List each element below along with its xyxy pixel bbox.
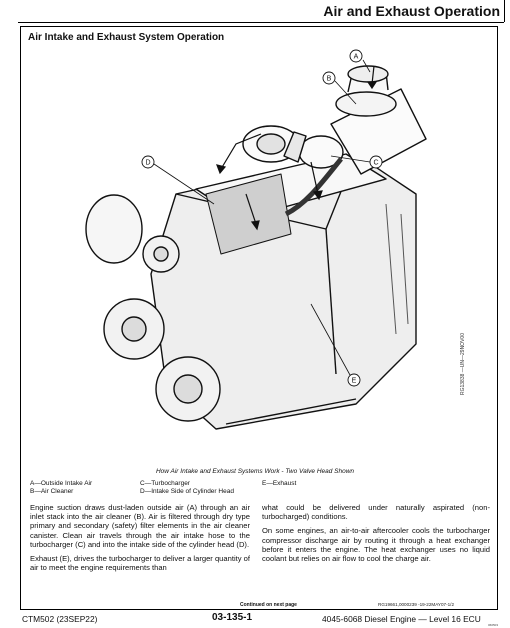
legend-item-d: D—Intake Side of Cylinder Head (140, 488, 234, 495)
legend-column-3: E—Exhaust (262, 480, 296, 488)
content-frame (20, 26, 498, 610)
legend-item-b: B—Air Cleaner (30, 488, 74, 495)
callout-e-circle (347, 373, 361, 387)
callout-a: A (354, 54, 359, 61)
body-paragraph: Engine suction draws dust-laden outside … (30, 503, 250, 549)
engine-illustration: A B C D E (85, 49, 427, 430)
callout-b-circle (322, 71, 336, 85)
continued-note: Continued on next page (240, 602, 297, 608)
footer-manual-id: CTM502 (23SEP22) (22, 614, 98, 624)
legend-column-1: A—Outside Intake Air B—Air Cleaner (30, 480, 92, 496)
callout-d-circle (141, 155, 155, 169)
legend-item-c: C—Turbocharger (140, 480, 190, 487)
body-paragraph: Exhaust (E), drives the turbocharger to … (30, 554, 250, 573)
callout-e: E (352, 378, 357, 385)
body-left-column: Engine suction draws dust-laden outside … (30, 503, 250, 577)
callout-d: D (145, 160, 150, 167)
body-paragraph: what could be delivered under naturally … (262, 503, 490, 522)
callout-a-circle (349, 49, 363, 63)
footer-page-number: 03-135-1 (212, 612, 253, 623)
reference-code: RG19661,0000239 -19-22MAY07-1/2 (378, 602, 455, 607)
figure-caption: How Air Intake and Exhaust Systems Work … (155, 468, 355, 475)
page-header-title: Air and Exhaust Operation (323, 3, 500, 19)
callout-c: C (373, 160, 378, 167)
header-rule (18, 22, 504, 23)
footer-small-code: 060503 (488, 623, 499, 627)
legend-column-2: C—Turbocharger D—Intake Side of Cylinder… (140, 480, 234, 496)
body-paragraph: On some engines, an air-to-air aftercool… (262, 526, 490, 564)
legend-item-e: E—Exhaust (262, 480, 297, 487)
body-right-column: what could be delivered under naturally … (262, 503, 490, 568)
legend-item-a: A—Outside Intake Air (30, 480, 93, 487)
section-title: Air Intake and Exhaust System Operation (28, 32, 225, 43)
header-edge-rule (504, 0, 505, 22)
callout-c-circle (369, 155, 383, 169)
figure-side-code: RG13838 —UN—29NOV00 (460, 333, 466, 395)
footer-engine-title: 4045-6068 Diesel Engine — Level 16 ECU (322, 614, 481, 624)
callout-b: B (327, 76, 332, 83)
